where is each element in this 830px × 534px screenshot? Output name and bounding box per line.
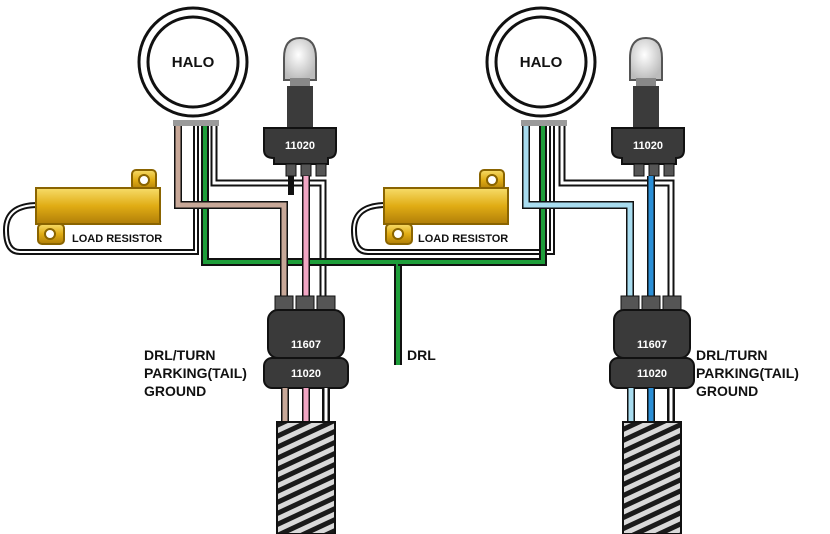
left-legend-ground: GROUND bbox=[144, 383, 206, 399]
left-load-resistor: LOAD RESISTOR bbox=[35, 169, 162, 245]
right-lower-connector: 11607 11020 bbox=[609, 295, 695, 425]
left-bulb-connector: 11020 bbox=[263, 127, 337, 177]
right-bulb-connector-label: 11020 bbox=[633, 140, 663, 152]
left-legend: DRL/TURN PARKING(TAIL) GROUND bbox=[144, 347, 247, 399]
left-halo: HALO bbox=[137, 6, 249, 126]
right-bulb-connector: 11020 bbox=[611, 127, 685, 177]
left-bulb-connector-label: 11020 bbox=[285, 140, 315, 152]
left-wires bbox=[2, 126, 402, 365]
right-connector-bottom-label: 11020 bbox=[637, 368, 667, 380]
right-legend-parking: PARKING(TAIL) bbox=[696, 365, 799, 381]
left-legend-drl-turn: DRL/TURN bbox=[144, 347, 216, 363]
left-bulb bbox=[283, 36, 317, 128]
right-load-resistor-label: LOAD RESISTOR bbox=[418, 233, 508, 245]
left-legend-parking: PARKING(TAIL) bbox=[144, 365, 247, 381]
right-legend-ground: GROUND bbox=[696, 383, 758, 399]
left-load-resistor-label: LOAD RESISTOR bbox=[72, 233, 162, 245]
right-bulb bbox=[629, 36, 663, 128]
left-connector-bottom-label: 11020 bbox=[291, 368, 321, 380]
drl-label: DRL bbox=[407, 347, 436, 363]
right-halo: HALO bbox=[485, 6, 597, 126]
right-load-resistor: LOAD RESISTOR bbox=[383, 169, 509, 245]
right-wires bbox=[350, 126, 675, 300]
right-legend: DRL/TURN PARKING(TAIL) GROUND bbox=[696, 347, 799, 399]
left-lower-connector: 11607 11020 bbox=[263, 295, 349, 425]
right-braided-loom bbox=[622, 421, 682, 534]
left-halo-label: HALO bbox=[172, 54, 215, 71]
left-assembly: HALO 11020 bbox=[2, 6, 402, 534]
right-assembly: HALO 11020 bbox=[350, 6, 799, 534]
left-braided-loom bbox=[276, 421, 336, 534]
right-legend-drl-turn: DRL/TURN bbox=[696, 347, 768, 363]
right-connector-top-label: 11607 bbox=[637, 339, 667, 351]
right-halo-label: HALO bbox=[520, 54, 563, 71]
left-connector-top-label: 11607 bbox=[291, 339, 321, 351]
